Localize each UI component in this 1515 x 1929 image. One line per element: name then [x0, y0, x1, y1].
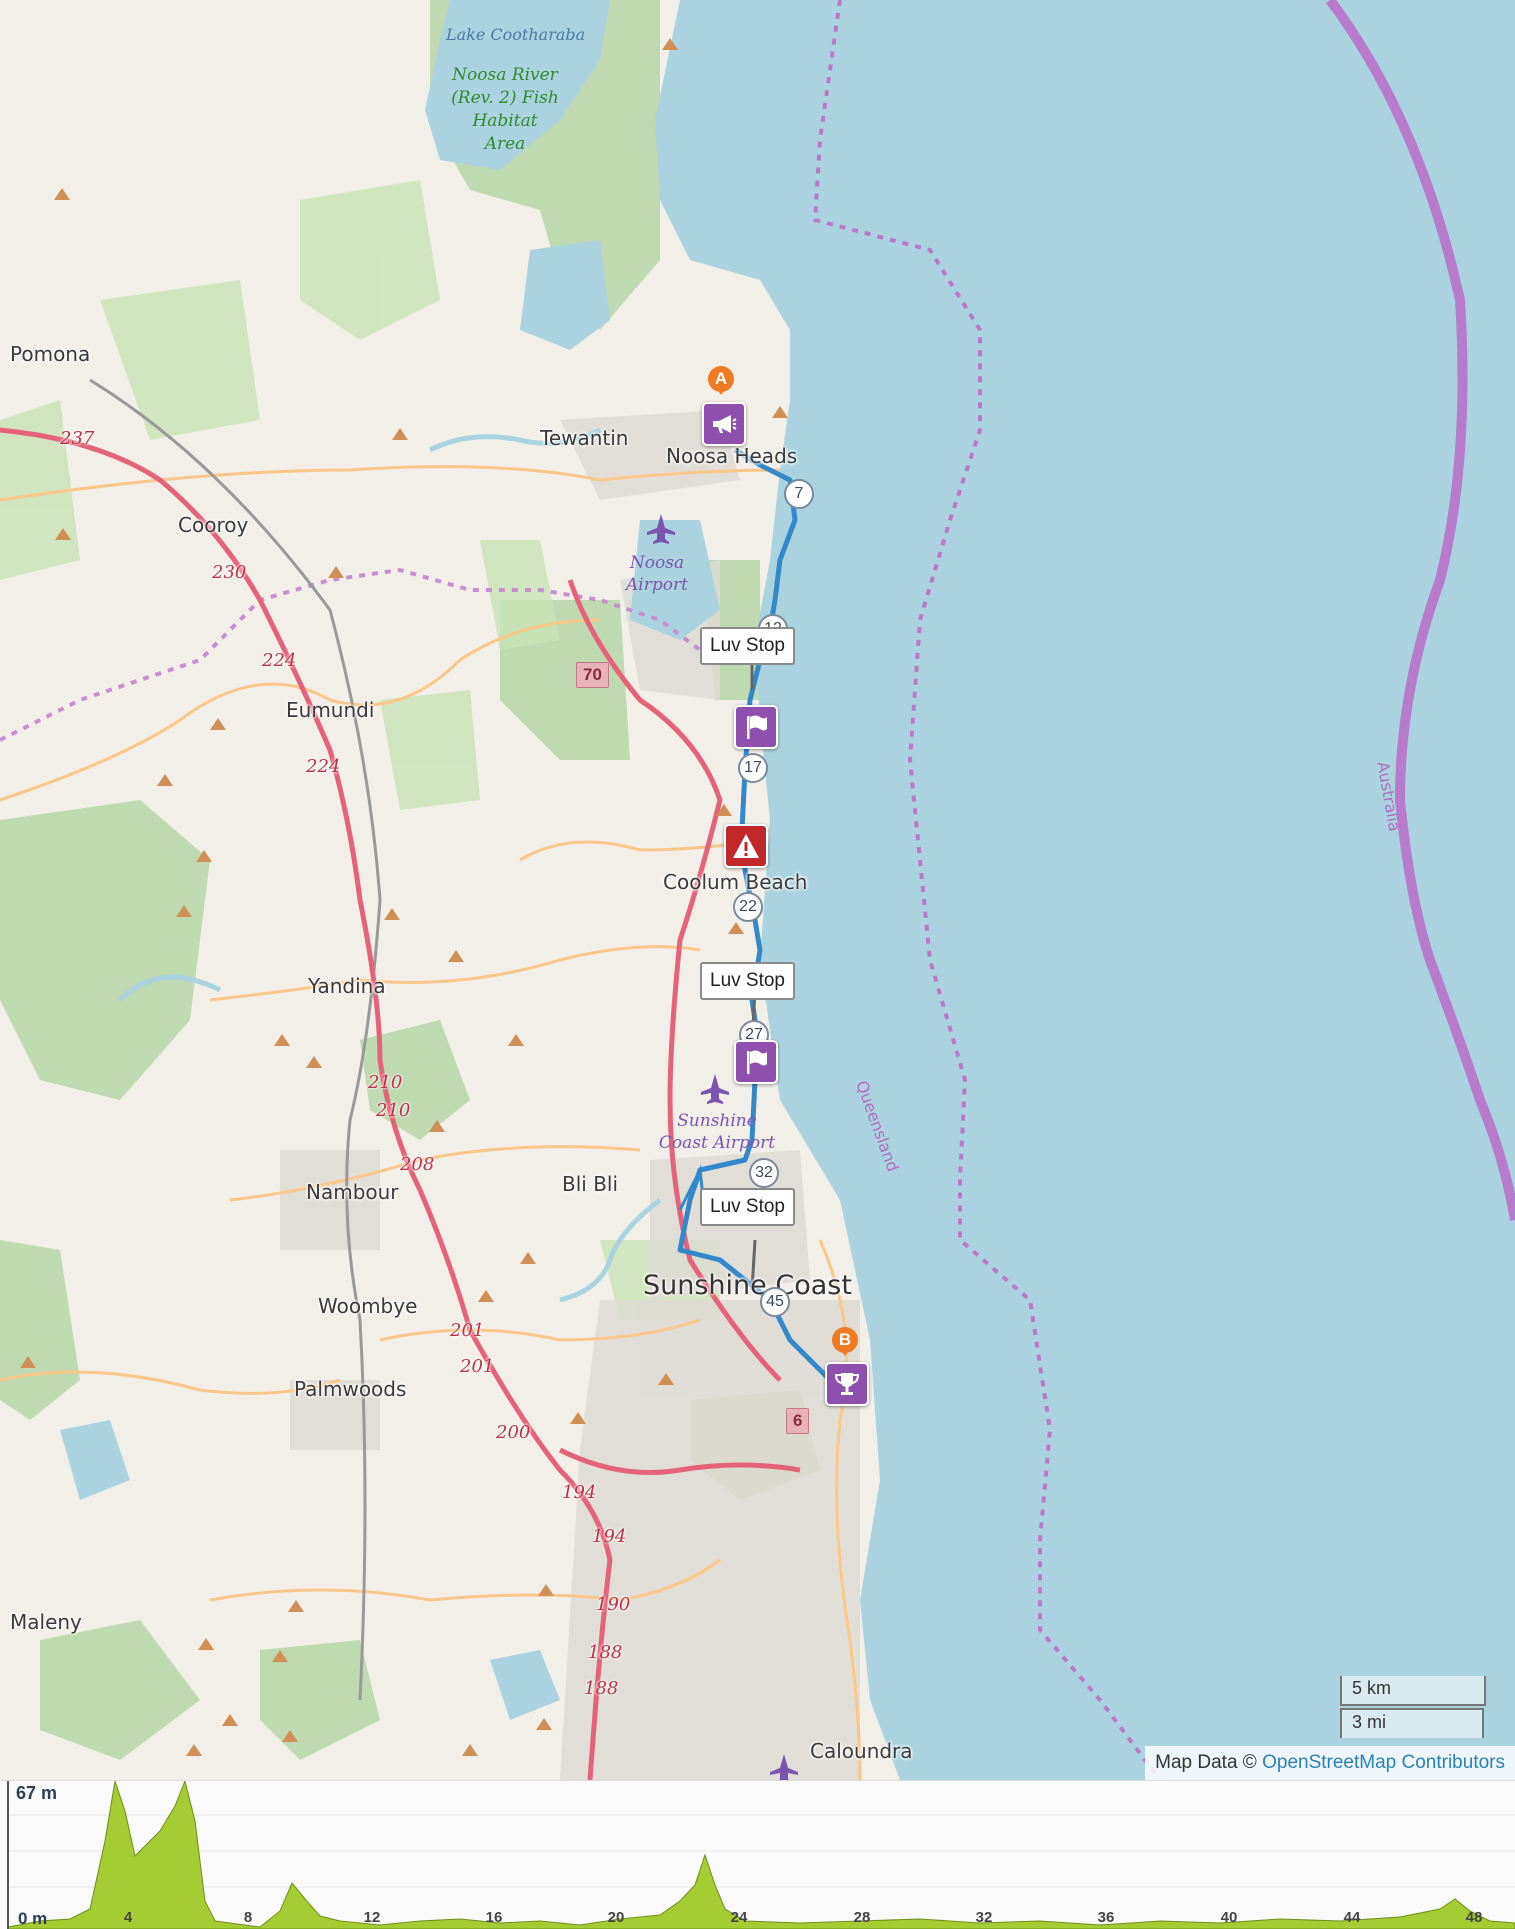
road-ref: 224 [262, 650, 297, 671]
road-ref: 190 [596, 1594, 631, 1615]
airport-label-sunshine: Sunshine Coast Airport [658, 1111, 776, 1153]
road-ref: 208 [400, 1154, 435, 1175]
elevation-max-label: 67 m [16, 1783, 58, 1803]
elevation-x-tick: 24 [730, 1909, 748, 1926]
place-coolum-beach: Coolum Beach [663, 870, 808, 894]
place-maleny: Maleny [10, 1610, 82, 1634]
route-end-pin[interactable]: B [832, 1327, 858, 1356]
road-ref: 194 [562, 1482, 597, 1503]
scale-mi: 3 mi [1340, 1708, 1484, 1738]
km-marker: 22 [733, 892, 763, 922]
km-marker: 17 [738, 753, 768, 783]
osm-link[interactable]: OpenStreetMap Contributors [1262, 1752, 1505, 1773]
place-woombye: Woombye [318, 1294, 418, 1318]
place-noosa-heads: Noosa Heads [666, 444, 798, 468]
flag-icon [747, 1050, 767, 1074]
route-start-pin[interactable]: A [708, 366, 734, 395]
road-ref: 201 [450, 1320, 485, 1341]
poi-flag-marker[interactable] [734, 705, 778, 749]
megaphone-icon [713, 415, 737, 433]
airport-label-noosa: Noosa Airport [626, 553, 688, 595]
attribution-prefix: Map Data © [1155, 1752, 1257, 1773]
elevation-x-tick: 32 [975, 1909, 993, 1926]
poi-finish-marker[interactable] [825, 1362, 869, 1406]
place-eumundi: Eumundi [286, 698, 375, 722]
luv-stop-tooltip[interactable]: Luv Stop [700, 627, 795, 665]
place-pomona: Pomona [10, 342, 91, 366]
lake-label: Lake Cootharaba [446, 25, 586, 44]
road-ref: 210 [368, 1072, 403, 1093]
road-ref: 201 [460, 1356, 495, 1377]
elevation-x-tick: 12 [363, 1909, 381, 1926]
elevation-x-tick: 40 [1220, 1909, 1238, 1926]
park-label: Noosa River (Rev. 2) Fish Habitat Area [451, 65, 559, 154]
luv-stop-tooltip[interactable]: Luv Stop [700, 962, 795, 1000]
km-marker: 45 [760, 1287, 790, 1317]
warning-icon [733, 834, 759, 858]
place-nambour: Nambour [306, 1180, 399, 1204]
map-view[interactable]: Pomona Tewantin Noosa Heads Cooroy Eumun… [0, 0, 1515, 1780]
poi-danger-marker[interactable] [724, 824, 768, 868]
road-ref: 237 [60, 428, 95, 449]
place-tewantin: Tewantin [540, 426, 629, 450]
road-ref: 194 [592, 1526, 627, 1547]
road-shield: 6 [786, 1408, 810, 1434]
road-ref: 230 [212, 562, 247, 583]
road-ref: 200 [496, 1422, 531, 1443]
scale-km: 5 km [1340, 1676, 1486, 1706]
road-ref: 224 [306, 756, 341, 777]
map-base-layer [0, 0, 1515, 1780]
elevation-x-tick: 48 [1465, 1909, 1483, 1926]
elevation-x-tick: 44 [1343, 1909, 1361, 1926]
map-attribution: Map Data © OpenStreetMap Contributors [1145, 1746, 1515, 1780]
elevation-zero-label: 0 m [18, 1909, 48, 1928]
elevation-chart [7, 1781, 1515, 1929]
luv-stop-tooltip[interactable]: Luv Stop [700, 1188, 795, 1226]
trophy-icon [834, 1373, 860, 1395]
elevation-x-tick: 16 [485, 1909, 503, 1926]
place-cooroy: Cooroy [178, 513, 249, 537]
elevation-x-tick: 4 [123, 1909, 133, 1926]
elevation-x-tick: 28 [853, 1909, 871, 1926]
elevation-x-tick: 36 [1097, 1909, 1115, 1926]
elevation-x-tick: 20 [607, 1909, 625, 1926]
flag-icon [747, 715, 767, 739]
road-shield: 70 [576, 662, 609, 688]
place-bli-bli: Bli Bli [562, 1172, 619, 1196]
km-marker: 7 [784, 479, 814, 509]
place-sunshine-coast: Sunshine Coast [643, 1270, 852, 1301]
road-ref: 210 [376, 1100, 411, 1121]
place-palmwoods: Palmwoods [294, 1377, 407, 1401]
road-ref: 188 [588, 1642, 623, 1663]
km-marker: 32 [749, 1158, 779, 1188]
elevation-profile[interactable]: 67 m 0 m 4 8 12 16 20 24 28 32 36 40 44 … [0, 1780, 1515, 1929]
place-yandina: Yandina [308, 974, 386, 998]
poi-start-marker[interactable] [702, 402, 746, 446]
elevation-x-tick: 8 [243, 1909, 253, 1926]
road-ref: 188 [584, 1678, 619, 1699]
place-caloundra: Caloundra [810, 1739, 913, 1763]
poi-flag-marker[interactable] [734, 1040, 778, 1084]
